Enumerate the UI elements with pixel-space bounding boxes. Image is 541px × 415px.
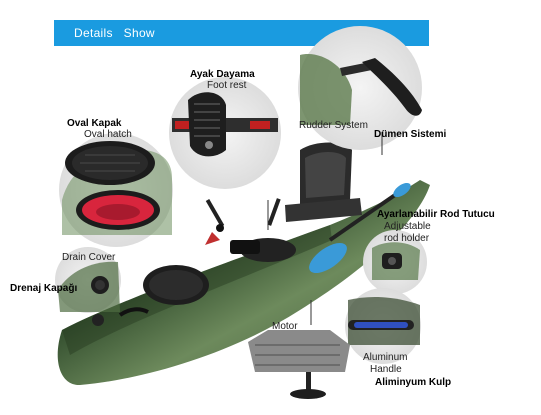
aluminum-handle-detail (345, 288, 421, 364)
oval-hatch-label-en: Oval hatch (84, 129, 132, 140)
rod-holder-text-tr: Ayarlanabilir Rod Tutucu (377, 209, 495, 220)
rod-holder-label-en-2: rod holder (384, 233, 430, 244)
rudder-label-en: Rudder System (299, 120, 368, 131)
motor-label: Motor (272, 321, 298, 332)
rod-holder-detail (363, 230, 427, 294)
foot-rest-detail (169, 77, 281, 189)
motor-detail (248, 330, 350, 399)
oval-hatch-detail (59, 133, 173, 247)
paddle (309, 182, 411, 274)
rod-holder-label-tr: Ayarlanabilir Rod Tutucu (377, 209, 495, 220)
rod-holder-label-en-1: Adjustable (384, 221, 431, 232)
handle-label-en-2: Handle (370, 364, 402, 375)
banner-title: Details Show (74, 26, 155, 40)
handle-label-en-1: Aluminum (363, 352, 408, 363)
drain-cover-label-tr: Drenaj Kapağı (10, 283, 78, 294)
handle-label-tr: Aliminyum Kulp (375, 377, 452, 388)
rudder-label-tr: Dümen Sistemi (374, 129, 447, 140)
drain-cover-label-en: Drain Cover (62, 252, 116, 263)
drain-cover-detail (55, 247, 121, 313)
oval-hatch-label-tr: Oval Kapak (67, 118, 122, 129)
rudder-detail (298, 26, 422, 150)
foot-rest-label-tr: Ayak Dayama (190, 69, 255, 80)
leader-lines (267, 132, 383, 325)
foot-rest-label-en: Foot rest (207, 80, 247, 91)
kayak-image (57, 142, 430, 386)
